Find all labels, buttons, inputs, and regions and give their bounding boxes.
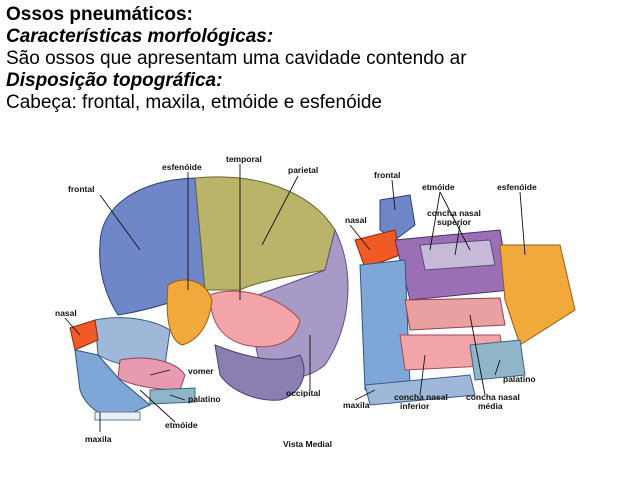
concha-media [404, 297, 506, 331]
label-palatino-right: palatino [503, 374, 536, 384]
label-frontal-left: frontal [68, 184, 94, 194]
section2-text: Cabeça: frontal, maxila, etmóide e esfen… [6, 92, 382, 113]
section1-title: Características morfológicas: [6, 26, 274, 47]
heading: Ossos pneumáticos: [6, 4, 193, 25]
label-concha-superior-2: superior [437, 217, 472, 227]
concha-superior [419, 239, 496, 271]
label-etmoide-right: etmóide [422, 182, 455, 192]
parietal-bone [194, 176, 336, 291]
esfenoide-bone [166, 279, 213, 346]
label-nasal-right: nasal [345, 215, 367, 225]
skull-illustration: esfenóide temporal parietal frontal nasa… [0, 150, 638, 479]
figure-caption: Vista Medial [283, 439, 332, 449]
label-esfenoide-right: esfenóide [497, 182, 537, 192]
palatino-right [469, 339, 526, 381]
label-maxila-left: maxila [85, 434, 112, 444]
nasal-septum-wall [359, 259, 411, 391]
label-concha-inferior-1: concha nasal [394, 392, 448, 402]
frontal-bone-right [379, 194, 416, 241]
skull-base [214, 344, 305, 401]
teeth [94, 411, 141, 421]
label-esfenoide-left: esfenóide [162, 162, 202, 172]
label-palatino-left: palatino [188, 394, 221, 404]
left-skull: esfenóide temporal parietal frontal nasa… [55, 154, 349, 449]
maxila-right [364, 374, 476, 406]
vomer-bone [117, 357, 186, 391]
skull-svg: esfenóide temporal parietal frontal nasa… [55, 154, 576, 449]
label-occipital-left: occipital [286, 388, 320, 398]
label-frontal-right: frontal [374, 170, 400, 180]
nasal-bone [69, 319, 99, 351]
label-parietal-left: parietal [288, 165, 318, 175]
section2-title: Disposição topográfica: [6, 70, 223, 91]
section1-text: São ossos que apresentam uma cavidade co… [6, 48, 467, 69]
label-concha-media-2: média [478, 401, 503, 411]
slide-text: Ossos pneumáticos: Características morfo… [6, 4, 626, 114]
temporal-bone [209, 290, 301, 348]
label-maxila-right: maxila [343, 400, 370, 410]
label-concha-media-1: concha nasal [466, 392, 520, 402]
right-skull: frontal etmóide esfenóide nasal concha n… [343, 170, 576, 411]
esfenoide-right [499, 244, 576, 346]
label-vomer-left: vomer [188, 366, 214, 376]
label-concha-inferior-2: inferior [400, 401, 430, 411]
label-nasal-left: nasal [55, 308, 77, 318]
label-concha-superior-1: concha nasal [427, 208, 481, 218]
label-etmoide-left: etmóide [165, 420, 198, 430]
label-temporal-left: temporal [226, 154, 262, 164]
